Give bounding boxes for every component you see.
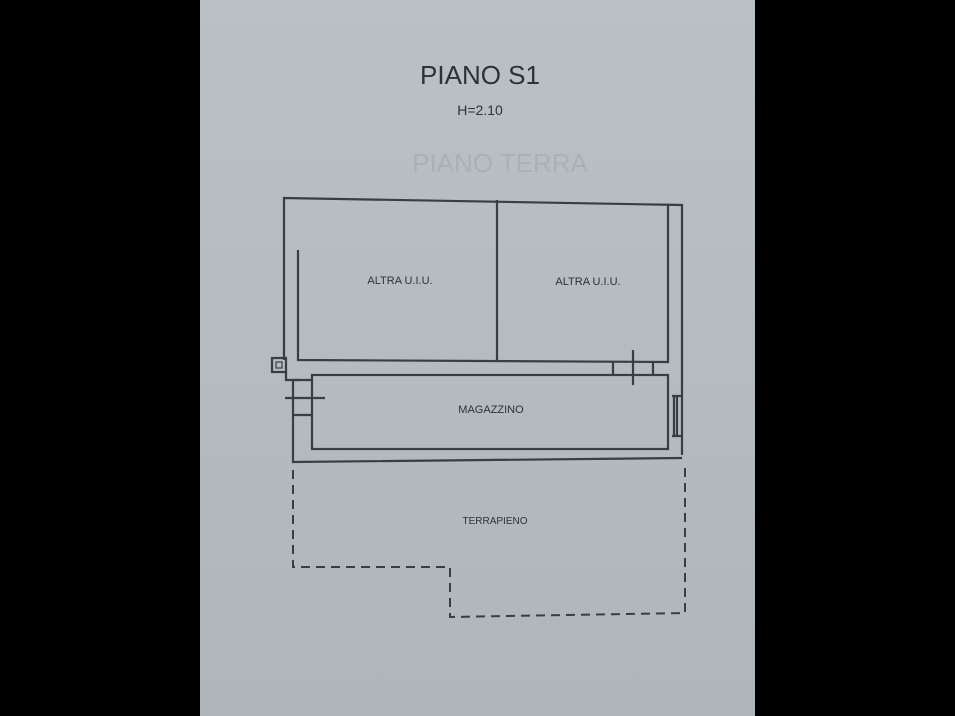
room-label-altra-2: ALTRA U.I.U. <box>555 276 620 288</box>
plan-title: PIANO S1 <box>420 60 540 90</box>
room-label-altra-1: ALTRA U.I.U. <box>367 275 432 287</box>
terrapieno-boundary <box>292 465 686 619</box>
meter-box <box>270 356 288 374</box>
walls <box>270 196 684 464</box>
height-label: H=2.10 <box>457 102 503 118</box>
bleed-through-text: PIANO TERRA <box>412 148 588 178</box>
room-label-terrapieno: TERRAPIENO <box>462 516 527 527</box>
inner-wall <box>296 205 670 364</box>
room-label-magazzino: MAGAZZINO <box>458 404 524 416</box>
magazzino-wall <box>310 373 670 451</box>
floor-plan-sheet <box>200 0 755 716</box>
outer-wall <box>282 196 684 455</box>
